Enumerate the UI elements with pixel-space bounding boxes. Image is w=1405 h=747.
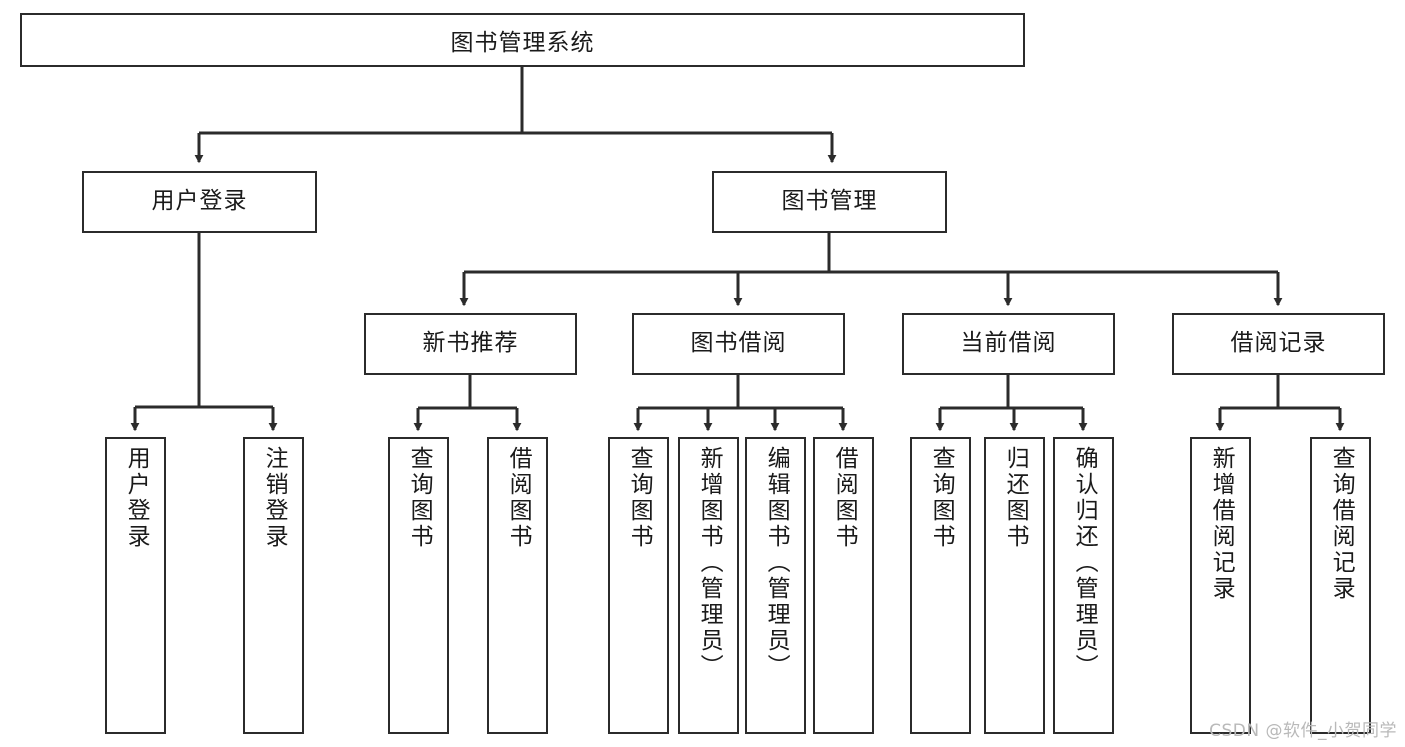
- node-cb-confirm-return[interactable]: 确认归还（管理员）: [1053, 437, 1114, 734]
- node-nbr-query-book-label: 查询图书: [406, 446, 433, 550]
- node-bb-query-book-label: 查询图书: [626, 446, 653, 550]
- node-bb-add-book-label: 新增图书（管理员）: [696, 446, 723, 680]
- node-bb-edit-book-label: 编辑图书（管理员）: [763, 446, 790, 680]
- node-book-borrow[interactable]: 图书借阅: [632, 313, 845, 375]
- node-book-borrow-label: 图书借阅: [690, 330, 787, 357]
- node-book-manage[interactable]: 图书管理: [712, 171, 947, 233]
- node-root[interactable]: 图书管理系统: [20, 13, 1025, 67]
- node-new-book-recommend[interactable]: 新书推荐: [364, 313, 577, 375]
- node-bb-query-book[interactable]: 查询图书: [608, 437, 669, 734]
- node-bb-borrow-book-label: 借阅图书: [831, 446, 858, 550]
- node-user-login[interactable]: 用户登录: [82, 171, 317, 233]
- node-bb-edit-book[interactable]: 编辑图书（管理员）: [745, 437, 806, 734]
- node-br-add-record-label: 新增借阅记录: [1208, 446, 1235, 602]
- node-nbr-borrow-book-label: 借阅图书: [505, 446, 532, 550]
- node-new-book-recommend-label: 新书推荐: [422, 330, 519, 357]
- csdn-watermark: CSDN @软件_小贺同学: [1209, 721, 1397, 741]
- node-book-manage-label: 图书管理: [781, 188, 878, 215]
- node-user-login-leaf-label: 用户登录: [123, 446, 150, 550]
- node-user-logout-leaf[interactable]: 注销登录: [243, 437, 304, 734]
- node-borrow-record-label: 借阅记录: [1230, 330, 1327, 357]
- node-bb-add-book[interactable]: 新增图书（管理员）: [678, 437, 739, 734]
- node-cb-query-book-label: 查询图书: [928, 446, 955, 550]
- node-cb-confirm-return-label: 确认归还（管理员）: [1071, 446, 1098, 680]
- node-cb-return-book-label: 归还图书: [1002, 446, 1029, 550]
- node-cb-query-book[interactable]: 查询图书: [910, 437, 971, 734]
- node-current-borrow-label: 当前借阅: [960, 330, 1057, 357]
- node-user-login-leaf[interactable]: 用户登录: [105, 437, 166, 734]
- node-user-logout-leaf-label: 注销登录: [261, 446, 288, 550]
- node-br-query-record-label: 查询借阅记录: [1328, 446, 1355, 602]
- node-borrow-record[interactable]: 借阅记录: [1172, 313, 1385, 375]
- node-bb-borrow-book[interactable]: 借阅图书: [813, 437, 874, 734]
- node-current-borrow[interactable]: 当前借阅: [902, 313, 1115, 375]
- node-cb-return-book[interactable]: 归还图书: [984, 437, 1045, 734]
- node-br-add-record[interactable]: 新增借阅记录: [1190, 437, 1251, 734]
- node-nbr-borrow-book[interactable]: 借阅图书: [487, 437, 548, 734]
- node-root-label: 图书管理系统: [450, 30, 595, 56]
- node-nbr-query-book[interactable]: 查询图书: [388, 437, 449, 734]
- node-user-login-label: 用户登录: [151, 188, 248, 215]
- node-br-query-record[interactable]: 查询借阅记录: [1310, 437, 1371, 734]
